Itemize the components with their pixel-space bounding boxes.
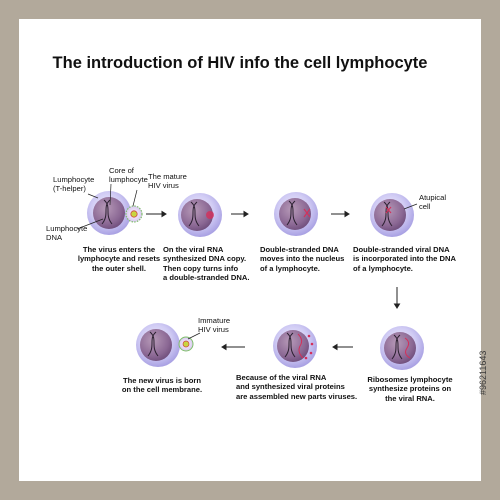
arrow-left-icon — [332, 343, 353, 351]
cell-2 — [178, 193, 222, 237]
cell-4 — [370, 193, 414, 237]
mature-hiv-virus-icon — [125, 205, 143, 223]
arrow-left-icon — [221, 343, 245, 351]
cell-5 — [380, 326, 424, 370]
arrow-right-icon — [331, 210, 350, 218]
viral-rna-strand-icon — [404, 337, 411, 359]
cell-7 — [136, 323, 180, 367]
arrow-right-icon — [231, 210, 249, 218]
viral-rna-icon — [206, 211, 214, 219]
label-leader-lines — [76, 183, 418, 340]
cell-6 — [273, 324, 317, 368]
cell-3 — [274, 192, 318, 236]
diagram-panel — [19, 19, 481, 481]
cell-1 — [87, 191, 131, 235]
arrow-down-icon — [393, 287, 401, 309]
viral-dna-icon — [303, 208, 311, 218]
step-3-caption: Double-stranded DNA moves into the nucle… — [260, 245, 345, 273]
immature-hiv-virus-icon — [178, 336, 194, 352]
arrow-right-icon — [146, 210, 167, 218]
lymphocyte-dna-strand — [103, 199, 113, 225]
side-stamp: #96211643 — [478, 350, 488, 395]
page-title: The introduction of HIV info the cell ly… — [52, 54, 428, 72]
label-lymphocyte: Lumphocyte(T-helper) — [53, 175, 95, 193]
